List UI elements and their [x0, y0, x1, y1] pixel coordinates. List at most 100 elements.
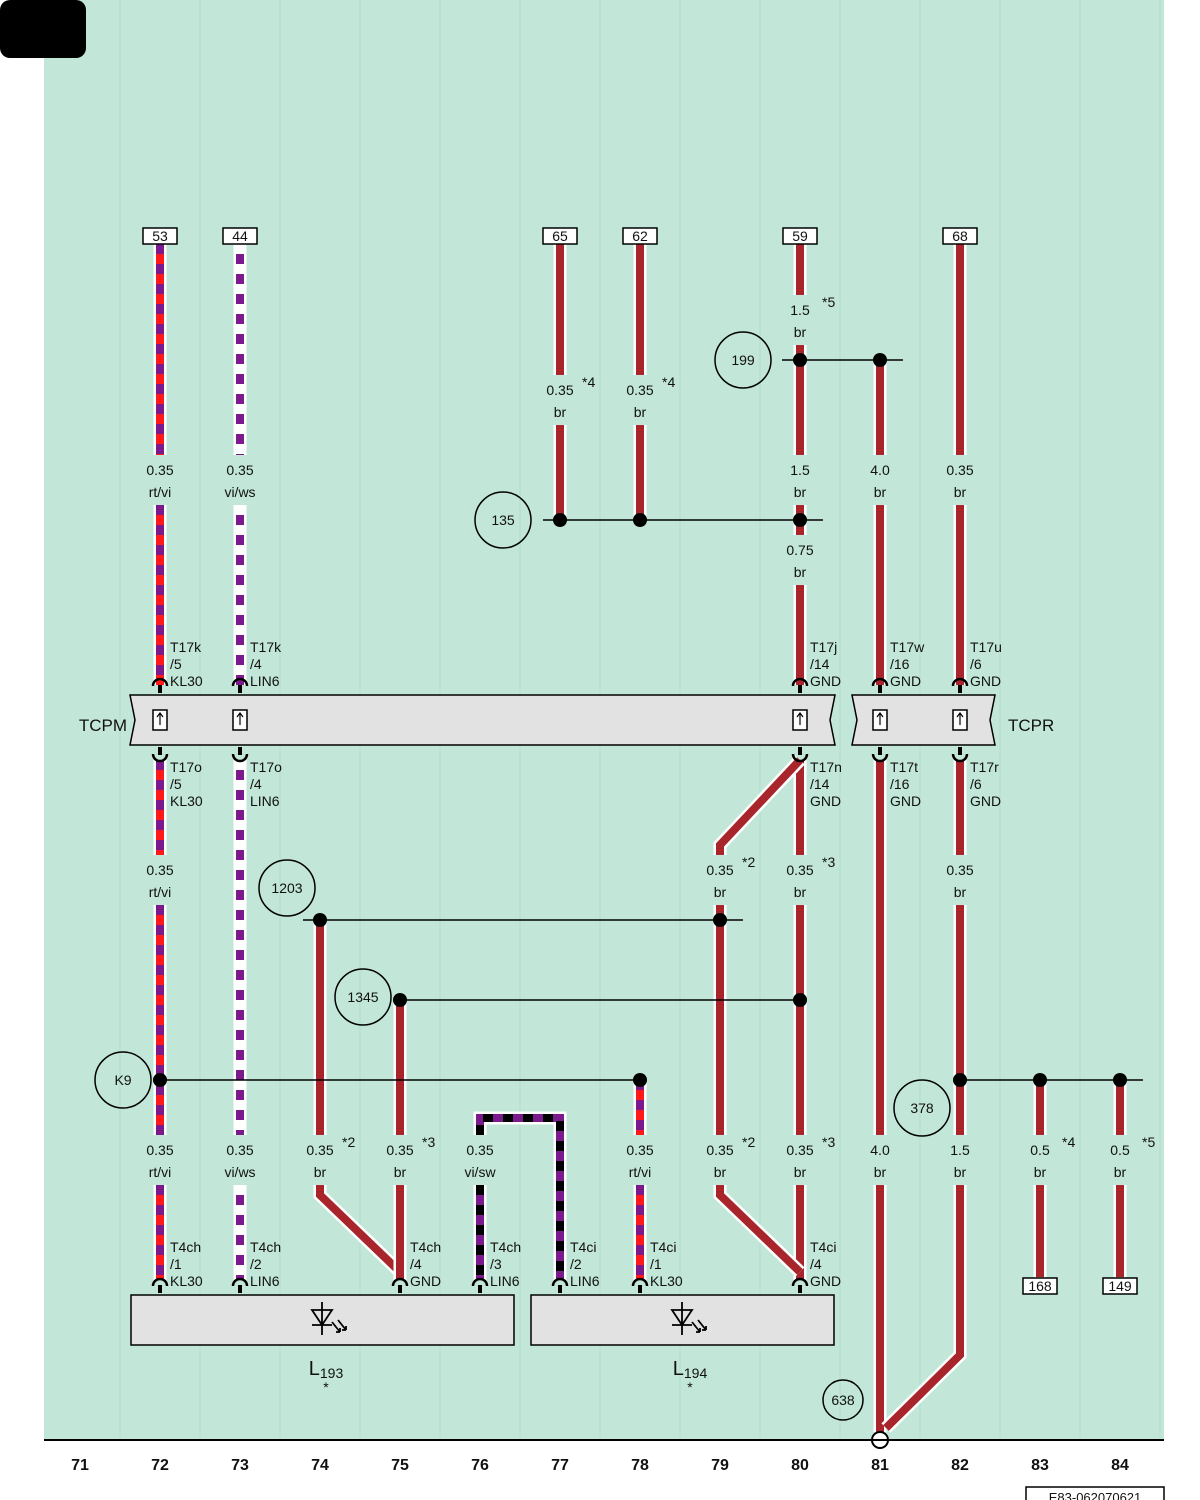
wire-color-w74c: br: [314, 1164, 327, 1180]
connector-lamp-73: [231, 1277, 249, 1287]
pin-label-p73b-2: LIN6: [250, 793, 280, 809]
connector-bottom-80: [791, 753, 809, 763]
pin-label-p77l-1: /2: [570, 1256, 582, 1272]
wire-82-ground-core: [883, 1185, 964, 1431]
pin-contact-arrow: [956, 712, 964, 725]
ref-53: 53: [152, 228, 168, 244]
connector-top-72-pin: [158, 685, 162, 693]
wire-80-79-branch: [713, 755, 805, 855]
wire-74-diag-core: [316, 1185, 403, 1275]
pin-label-p82b-0: T17r: [970, 759, 999, 775]
lamp-l193-label: L193: [309, 1358, 344, 1381]
wire-size-w80d: 0.35: [786, 862, 813, 878]
wire-color-w73a: vi/ws: [224, 484, 255, 500]
ref-59: 59: [792, 228, 808, 244]
pin-label-p75l-2: GND: [410, 1273, 441, 1289]
ref-65: 65: [552, 228, 568, 244]
wire-size-w80b: 1.5: [790, 462, 810, 478]
connector-bottom-80-pin: [798, 747, 802, 755]
junction-82-378: [953, 1073, 967, 1087]
wire-size-w74c: 0.35: [306, 1142, 333, 1158]
column-number: 76: [471, 1457, 489, 1474]
junction-78-k9: [633, 1073, 647, 1087]
connector-lamp-78: [631, 1277, 649, 1287]
wire-size-w75c: 0.35: [386, 1142, 413, 1158]
wire-color-w77a: br: [554, 404, 567, 420]
column-number: 75: [391, 1457, 409, 1474]
pin-label-p80t-0: T17j: [810, 639, 837, 655]
pin-contact-arrow: [796, 712, 804, 725]
wire-color-w78a: br: [634, 404, 647, 420]
connector-lamp-72-pin: [158, 1285, 162, 1293]
wire-size-w72c: 0.35: [146, 1142, 173, 1158]
ref-168-box: [1022, 1277, 1058, 1295]
pin-label-p80t-1: /14: [810, 656, 830, 672]
junction-78-135: [633, 513, 647, 527]
pin-label-p72b-2: KL30: [170, 793, 203, 809]
pin-label-p73l-2: LIN6: [250, 1273, 280, 1289]
column-number: 83: [1031, 1457, 1049, 1474]
wire-color-w72a: rt/vi: [149, 484, 172, 500]
wire-size-w83c: 0.5: [1030, 1142, 1050, 1158]
connector-lamp-80-pin: [798, 1285, 802, 1293]
connector-lamp-77-pin: [558, 1285, 562, 1293]
pin-label-p78l-2: KL30: [650, 1273, 683, 1289]
pin-label-p80t-2: GND: [810, 673, 841, 689]
pin-label-p80b-2: GND: [810, 793, 841, 809]
pin-label-p80b-1: /14: [810, 776, 830, 792]
connector-lamp-72: [151, 1277, 169, 1287]
tcpr-module: [851, 694, 996, 746]
wire-76-77-loop-stripe: [476, 1114, 564, 1280]
wire-note-w80d: *3: [822, 854, 835, 870]
wire-size-w80c: 0.75: [786, 542, 813, 558]
node-378-ring: [893, 1079, 951, 1137]
wire-size-w73c: 0.35: [226, 1142, 253, 1158]
wire-size-w82c: 1.5: [950, 1142, 970, 1158]
junction-80-135: [793, 513, 807, 527]
connector-top-82: [951, 677, 969, 687]
wire-size-w76c: 0.35: [466, 1142, 493, 1158]
pin-label-p72t-2: KL30: [170, 673, 203, 689]
connector-top-80: [791, 677, 809, 687]
wire-size-w79c: 0.35: [706, 1142, 733, 1158]
wire-size-w84c: 0.5: [1110, 1142, 1130, 1158]
drawing-code: E83-062070621: [1049, 1490, 1142, 1500]
node-1203: 1203: [271, 880, 302, 896]
node-1345-ring: [334, 968, 392, 1026]
ref-44: 44: [232, 228, 248, 244]
connector-lamp-75-pin: [398, 1285, 402, 1293]
wire-note-w80a: *5: [822, 294, 835, 310]
pin-label-p73b-0: T17o: [250, 759, 282, 775]
wire-color-w82b: br: [954, 884, 967, 900]
pin-label-p82t-1: /6: [970, 656, 982, 672]
pin-label-p72b-0: T17o: [170, 759, 202, 775]
node-199: 199: [731, 352, 755, 368]
column-number: 74: [311, 1457, 329, 1474]
pin-contact-arrow: [876, 712, 884, 725]
pin-label-p82t-0: T17u: [970, 639, 1002, 655]
wire-note-w79b: *2: [742, 854, 755, 870]
connector-top-73: [231, 677, 249, 687]
connector-bottom-72: [151, 753, 169, 763]
node-638-ring: [822, 1379, 864, 1421]
wire-color-w76c: vi/sw: [464, 1164, 496, 1180]
wire-note-w83c: *4: [1062, 1134, 1075, 1150]
tcpm-module: [129, 694, 836, 746]
wire-color-w72b: rt/vi: [149, 884, 172, 900]
pin-label-p82b-1: /6: [970, 776, 982, 792]
ref-44-box: [222, 227, 258, 245]
node-638: 638: [831, 1392, 855, 1408]
column-number: 73: [231, 1457, 249, 1474]
node-378: 378: [910, 1100, 934, 1116]
pin-label-p72l-0: T4ch: [170, 1239, 201, 1255]
junction-80-1345: [793, 993, 807, 1007]
pin-label-p78l-1: /1: [650, 1256, 662, 1272]
wire-color-w73c: vi/ws: [224, 1164, 255, 1180]
wire-82-ground: [881, 1185, 967, 1433]
pin-label-p73l-0: T4ch: [250, 1239, 281, 1255]
junction-77-135: [553, 513, 567, 527]
junction-81-199: [873, 353, 887, 367]
